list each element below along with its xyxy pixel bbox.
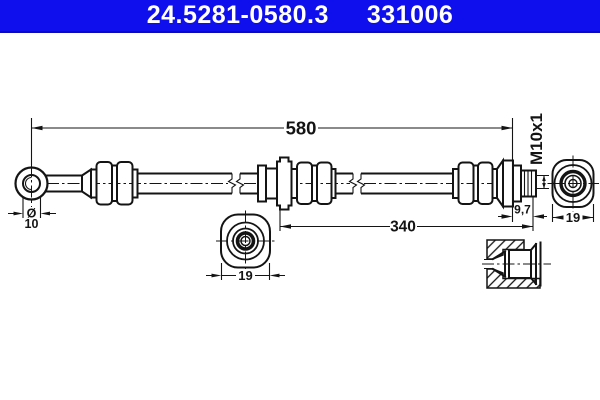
reference-number: 331006 [366,1,454,29]
title-bar: 24.5281-0580.3 331006 [0,0,600,33]
part-number: 24.5281-0580.3 [146,1,329,29]
threaded-end-fitting [496,157,537,210]
threaded-port-section [482,239,551,289]
hose [136,172,454,195]
castellated-disc [276,156,293,211]
hose-break-symbol [227,173,245,194]
dim-label-overall-length: 580 [286,118,317,139]
hose-break-symbol [348,173,366,194]
dimension-580: 580 [30,118,514,222]
dimension-diameter-10: Ø 10 [8,196,56,231]
middle-bracket-fitting [257,156,337,211]
dim-label-partial-length: 340 [390,219,416,236]
dim-label-fitting-offset: 9,7 [514,203,531,217]
drawing-area: 580 340 9,7 M10x1 Ø 10 [0,33,600,398]
dimension-9-7: 9,7 [498,203,547,219]
middle-fitting-end-view [216,210,275,272]
brake-hose-drawing: 580 340 9,7 M10x1 Ø 10 [8,113,599,289]
right-crimp-ferrule [452,161,498,205]
eye-bore-depth-arc [24,176,32,191]
banjo-eye-fitting [14,165,92,207]
dim-label-bore-value: 10 [25,217,39,231]
dim-label-right-view-width: 19 [566,210,580,225]
right-end-view [547,155,599,212]
bore-seat-ring [235,231,256,251]
dimension-19-middle: 19 [206,263,285,283]
dim-label-bore-symbol: Ø [27,207,37,221]
left-crimp-ferrule [90,161,139,206]
dimension-340: 340 [279,197,534,236]
bore-seat-ring [559,169,587,198]
dimension-m10x1: M10x1 [527,113,549,190]
dimension-19-right: 19 [551,204,595,225]
dim-label-thread-spec: M10x1 [527,113,546,165]
dim-label-middle-view-width: 19 [238,268,252,283]
